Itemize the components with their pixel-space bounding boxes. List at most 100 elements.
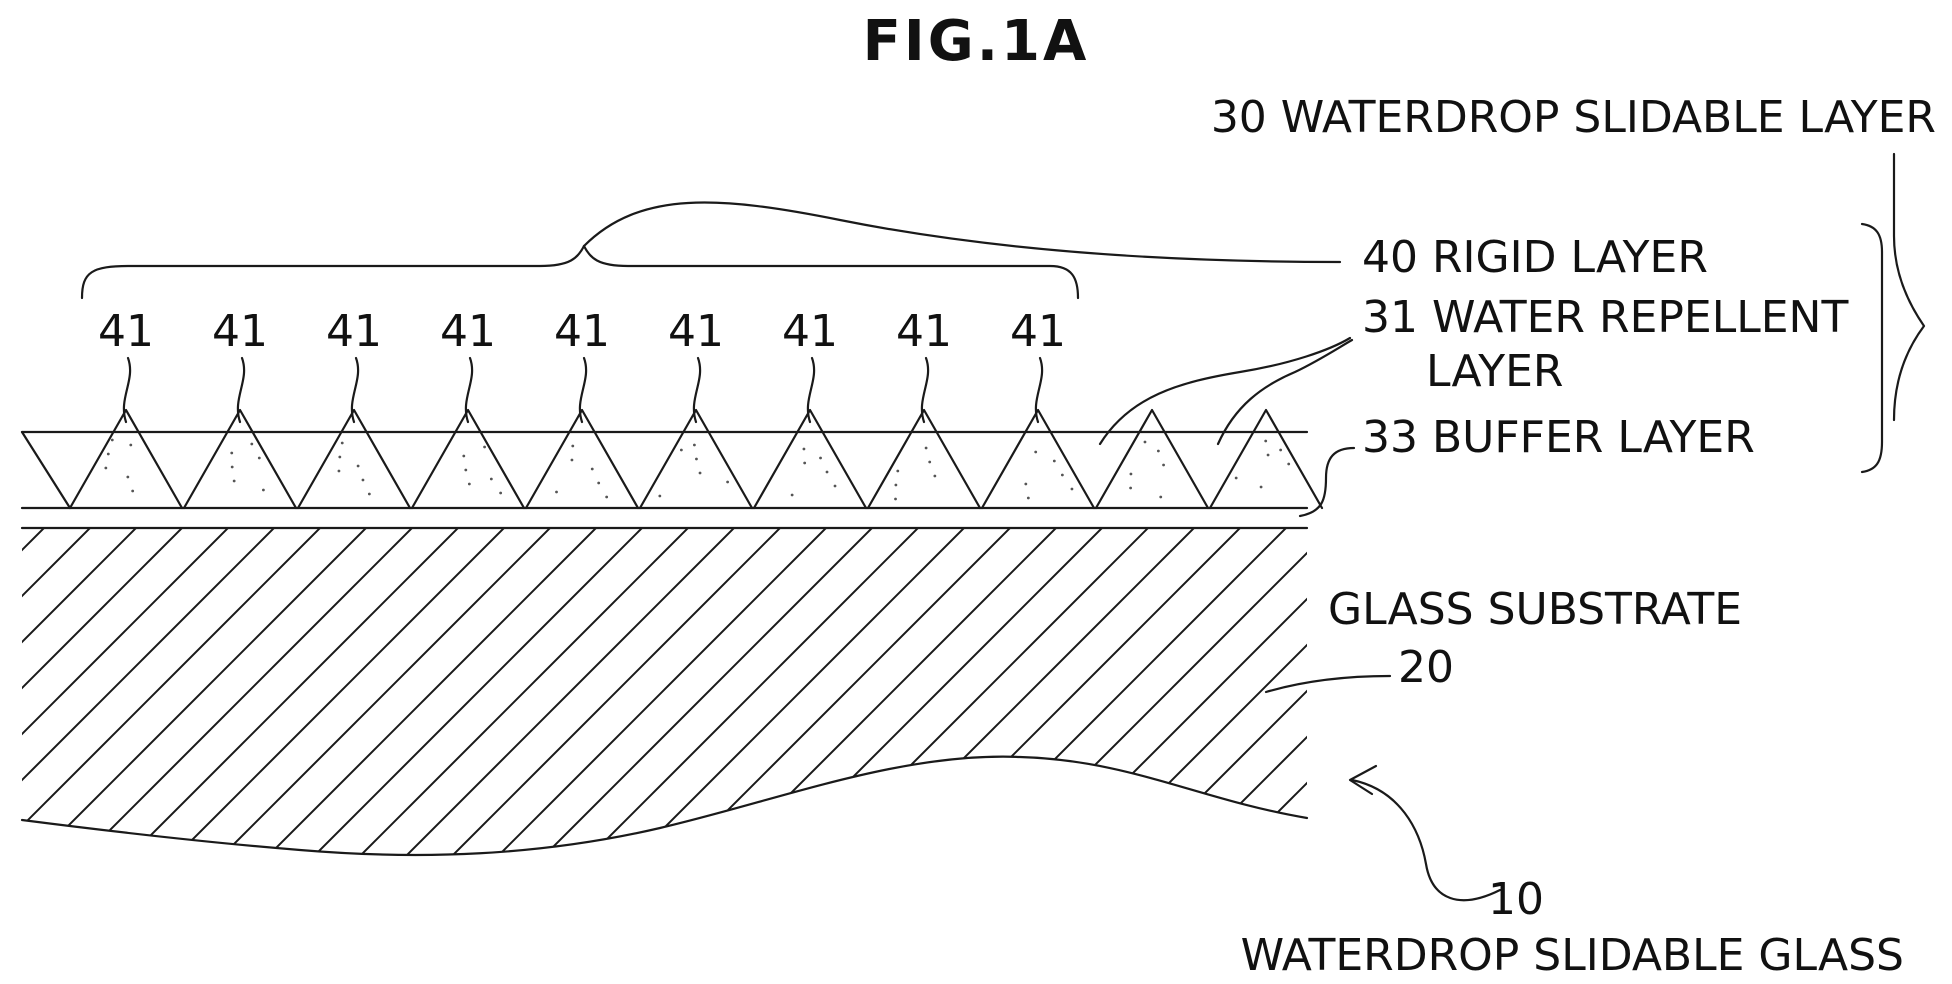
particle-stipple bbox=[1053, 460, 1056, 463]
particle-stipple bbox=[1144, 441, 1147, 444]
particle-stipple bbox=[726, 481, 729, 484]
particle-stipple bbox=[894, 498, 897, 501]
rigid-particle bbox=[526, 410, 638, 508]
particle-stipple bbox=[605, 496, 608, 499]
particle-stipple bbox=[1034, 451, 1037, 454]
particle-stipple bbox=[490, 478, 493, 481]
particle-stipple bbox=[129, 444, 132, 447]
particle-stipple bbox=[250, 443, 253, 446]
particle-stipple bbox=[597, 482, 600, 485]
particle-label: 41 bbox=[98, 306, 154, 357]
particle-stipple bbox=[126, 476, 129, 479]
rigid-particle bbox=[982, 410, 1094, 508]
particle-stipple bbox=[571, 445, 574, 448]
slidable-layer-brace bbox=[1894, 154, 1924, 420]
particle-stipple bbox=[680, 449, 683, 452]
particle-labels: 414141414141414141 bbox=[98, 306, 1066, 422]
rigid-particle bbox=[1210, 410, 1322, 508]
label-waterdrop-slidable-glass: WATERDROP SLIDABLE GLASS bbox=[1241, 930, 1904, 981]
particle-stipple bbox=[262, 489, 265, 492]
particle-stipple bbox=[695, 458, 698, 461]
particle-stipple bbox=[1260, 486, 1263, 489]
particle-stipple bbox=[819, 457, 822, 460]
particle-stipple bbox=[233, 480, 236, 483]
particle-label: 41 bbox=[1010, 306, 1066, 357]
label-buffer-layer: 33 BUFFER LAYER bbox=[1362, 412, 1755, 463]
particle-stipple bbox=[1157, 450, 1160, 453]
rigid-layer-brace bbox=[82, 246, 1078, 298]
sub-layers-brace bbox=[1862, 224, 1882, 472]
label-waterdrop-slidable-glass-number: 10 bbox=[1488, 874, 1544, 925]
particle-stipple bbox=[230, 452, 233, 455]
label-glass-substrate-number: 20 bbox=[1398, 642, 1454, 693]
particle-stipple bbox=[834, 485, 837, 488]
figure-title: FIG.1A bbox=[863, 9, 1090, 74]
rigid-layer-leader bbox=[584, 203, 1340, 262]
particle-stipple bbox=[1279, 449, 1282, 452]
water-repellent-leader-2 bbox=[1218, 340, 1352, 444]
particle-stipple bbox=[1264, 440, 1267, 443]
particle-stipple bbox=[462, 455, 465, 458]
particle-stipple bbox=[468, 483, 471, 486]
particle-stipple bbox=[338, 456, 341, 459]
layer-left-edge bbox=[22, 432, 70, 508]
particle-stipple bbox=[1159, 496, 1162, 499]
rigid-particle bbox=[70, 410, 182, 508]
particle-label: 41 bbox=[896, 306, 952, 357]
particle-stipple bbox=[693, 444, 696, 447]
particle-stipple bbox=[896, 470, 899, 473]
label-glass-substrate: GLASS SUBSTRATE bbox=[1328, 584, 1742, 635]
particle-stipple bbox=[1267, 454, 1270, 457]
particle-stipple bbox=[368, 493, 371, 496]
rigid-particle bbox=[1096, 410, 1208, 508]
particle-stipple bbox=[1162, 464, 1165, 467]
particle-stipple bbox=[894, 484, 897, 487]
particle-stipple bbox=[803, 448, 806, 451]
particle-stipple bbox=[1071, 488, 1074, 491]
particle-stipple bbox=[341, 442, 344, 445]
particle-stipple bbox=[483, 446, 486, 449]
particle-stipple bbox=[658, 495, 661, 498]
particle-stipple bbox=[1129, 487, 1132, 490]
particle-stipple bbox=[104, 467, 107, 470]
particle-stipple bbox=[1287, 463, 1290, 466]
particle-stipple bbox=[107, 453, 110, 456]
label-water-repellent-layer-line1: 31 WATER REPELLENT bbox=[1362, 292, 1848, 343]
waterdrop-slidable-glass-leader bbox=[1352, 780, 1500, 900]
particle-stipple bbox=[571, 459, 574, 462]
particle-stipple bbox=[826, 471, 829, 474]
water-repellent-leader-1 bbox=[1100, 338, 1350, 444]
particle-label: 41 bbox=[782, 306, 838, 357]
particle-label: 41 bbox=[326, 306, 382, 357]
particle-stipple bbox=[925, 447, 928, 450]
label-rigid-layer: 40 RIGID LAYER bbox=[1362, 232, 1708, 283]
particle-stipple bbox=[591, 468, 594, 471]
particle-stipple bbox=[803, 462, 806, 465]
particle-stipple bbox=[131, 490, 134, 493]
particle-stipple bbox=[933, 475, 936, 478]
particle-label: 41 bbox=[212, 306, 268, 357]
particle-stipple bbox=[928, 461, 931, 464]
glass-substrate bbox=[0, 520, 1754, 880]
rigid-particle bbox=[184, 410, 296, 508]
particle-stipple bbox=[258, 457, 261, 460]
particle-stipple bbox=[1027, 497, 1030, 500]
particle-stipple bbox=[791, 494, 794, 497]
rigid-particle bbox=[868, 410, 980, 508]
particle-stipple bbox=[464, 469, 467, 472]
glass-substrate-leader bbox=[1266, 676, 1390, 692]
particle-stipple bbox=[357, 465, 360, 468]
rigid-particle bbox=[412, 410, 524, 508]
particle-stipple bbox=[111, 439, 114, 442]
particle-stipple bbox=[699, 472, 702, 475]
label-water-repellent-layer-line2: LAYER bbox=[1426, 346, 1563, 397]
particle-stipple bbox=[1024, 483, 1027, 486]
particle-label: 41 bbox=[440, 306, 496, 357]
particle-stipple bbox=[499, 492, 502, 495]
particle-label: 41 bbox=[668, 306, 724, 357]
rigid-layer-particles bbox=[22, 410, 1322, 508]
particle-stipple bbox=[1061, 474, 1064, 477]
rigid-particle bbox=[754, 410, 866, 508]
particle-stipple bbox=[338, 470, 341, 473]
